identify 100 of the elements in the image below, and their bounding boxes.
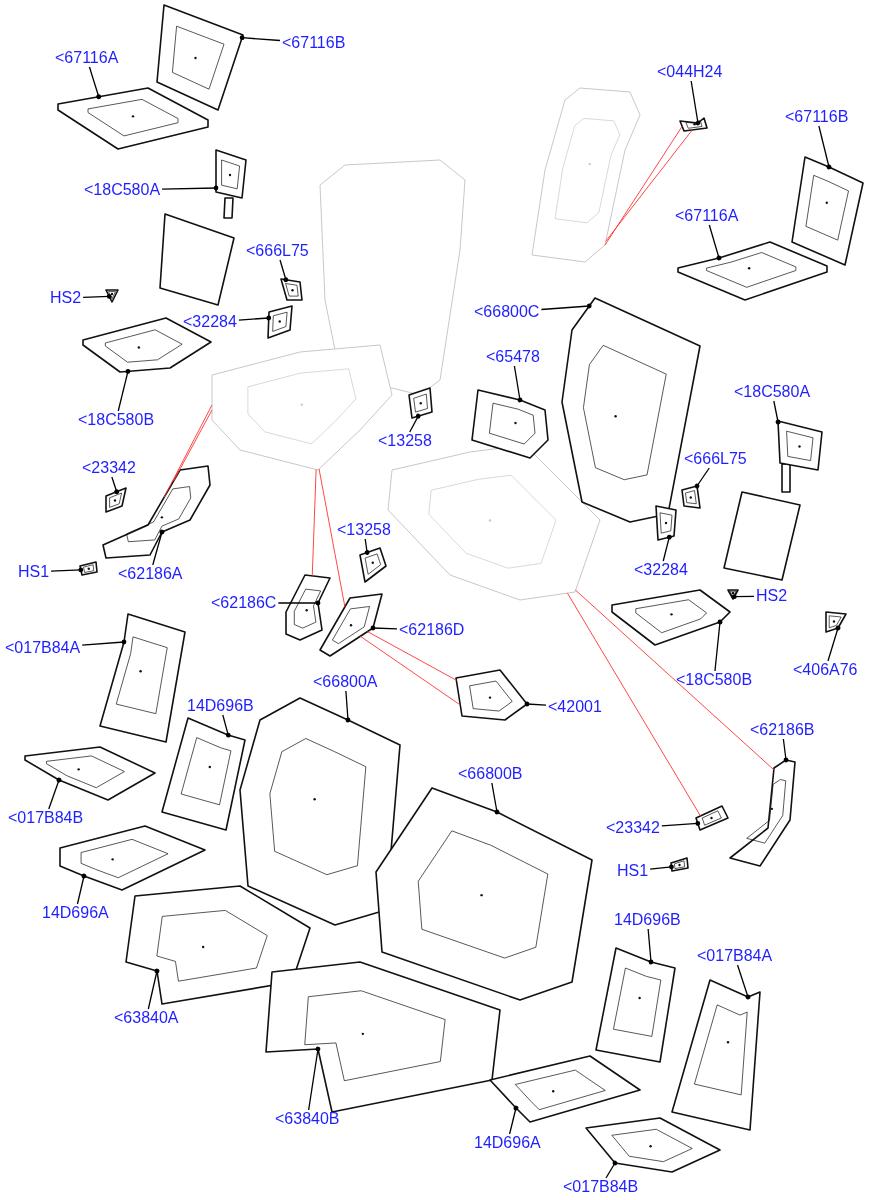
part-number: 14D696A	[474, 1134, 541, 1152]
leader-line	[82, 294, 112, 299]
part-number: <666L75	[684, 450, 747, 468]
part-number: HS1	[18, 563, 50, 581]
leader-line	[111, 476, 120, 495]
part-number: <13258	[337, 521, 391, 539]
part-number: <66800C	[474, 303, 540, 321]
leader-line	[239, 35, 281, 42]
leader-line	[308, 1046, 321, 1111]
part-number: <62186A	[118, 565, 183, 583]
leader-line	[661, 821, 701, 827]
leader-line	[524, 701, 547, 707]
part-number: <23342	[606, 819, 660, 837]
cover-panel-drawing	[57, 87, 209, 150]
part-number: <18C580A	[84, 181, 161, 199]
leader-line	[88, 66, 102, 100]
leader-line	[48, 777, 62, 810]
part-number: <017B84A	[5, 639, 81, 657]
bolt-drawing	[79, 561, 98, 576]
leader-line	[370, 625, 398, 631]
leader-line	[649, 864, 674, 870]
leader-line	[277, 600, 321, 606]
part-number: <017B84B	[563, 1178, 639, 1196]
hinge-cover-drawing	[285, 574, 331, 641]
part-number: <66800A	[313, 673, 378, 691]
backrest-frame-drawing	[99, 613, 186, 743]
guide-line	[604, 125, 683, 246]
clip-drawing	[359, 547, 387, 583]
part-number: <67116A	[55, 49, 119, 67]
leader-line	[827, 625, 841, 662]
leader-line	[279, 259, 289, 283]
leader-line	[409, 413, 421, 433]
part-number: <67116B	[785, 108, 849, 126]
part-number: <666L75	[246, 242, 309, 260]
seat-pan-drawing	[611, 589, 731, 646]
foam-pad-drawing	[595, 947, 676, 1063]
part-number: <13258	[378, 432, 432, 450]
leader-line	[364, 538, 370, 555]
guide-line	[173, 409, 213, 482]
clip-drawing	[681, 485, 701, 509]
foam-pad-drawing	[161, 717, 246, 831]
guide-line	[359, 635, 461, 706]
leader-line	[222, 714, 231, 738]
part-number: <67116B	[282, 34, 346, 52]
leader-line	[491, 782, 500, 815]
clip-drawing	[825, 611, 847, 633]
part-number: HS2	[756, 587, 788, 605]
guide-line	[605, 129, 693, 242]
seat-back-drawing	[531, 87, 641, 263]
base-frame-drawing	[24, 746, 156, 801]
leader-line	[694, 467, 710, 489]
clip-drawing	[280, 278, 303, 301]
part-number: 14D696A	[42, 904, 109, 922]
guide-line	[163, 404, 213, 498]
leader-line	[773, 400, 781, 425]
bolster-drawing	[471, 389, 549, 459]
part-number: <66800B	[458, 765, 523, 783]
leader-line	[117, 368, 131, 412]
leader-line	[161, 185, 219, 191]
leader-line	[50, 567, 84, 573]
leader-line	[690, 80, 701, 126]
part-number: <18C580A	[734, 383, 811, 401]
part-number: <42001	[548, 698, 602, 716]
seat-back-drawing	[375, 787, 593, 1001]
clip-drawing	[408, 387, 433, 419]
part-number: <32284	[634, 561, 688, 579]
bracket-drawing	[215, 149, 247, 199]
part-number: <62186C	[211, 594, 277, 612]
leader-line	[238, 315, 272, 321]
leader-line	[818, 125, 832, 170]
headrest-drawing	[455, 669, 528, 721]
leader-line	[782, 738, 789, 763]
part-number: <017B84A	[697, 947, 773, 965]
part-number: <017B84B	[8, 809, 84, 827]
leader-line	[81, 639, 127, 646]
guide-line	[566, 592, 701, 817]
part-number: <62186D	[399, 621, 465, 639]
leader-line	[540, 303, 592, 311]
leader-line	[662, 534, 672, 562]
leader-line	[76, 873, 87, 905]
part-number: <65478	[486, 348, 540, 366]
guide-line	[311, 469, 317, 577]
hinge-cover-drawing	[729, 759, 796, 867]
leader-line	[152, 529, 165, 566]
part-number: <18C580B	[78, 411, 155, 429]
clip-drawing	[655, 505, 677, 541]
guide-line	[367, 631, 457, 681]
backrest-frame-drawing	[671, 979, 761, 1131]
bolt-drawing	[670, 857, 689, 872]
part-number: 14D696B	[187, 697, 254, 715]
leader-line	[736, 964, 751, 1000]
part-number: HS1	[617, 862, 649, 880]
foam-pad-drawing	[59, 825, 206, 891]
leader-line	[708, 224, 722, 261]
leader-line	[513, 365, 523, 403]
leader-line	[147, 968, 160, 1010]
part-number: <044H24	[657, 63, 723, 81]
bracket-drawing	[777, 420, 823, 471]
part-number: <32284	[183, 313, 237, 331]
cover-panel-drawing	[791, 156, 864, 266]
